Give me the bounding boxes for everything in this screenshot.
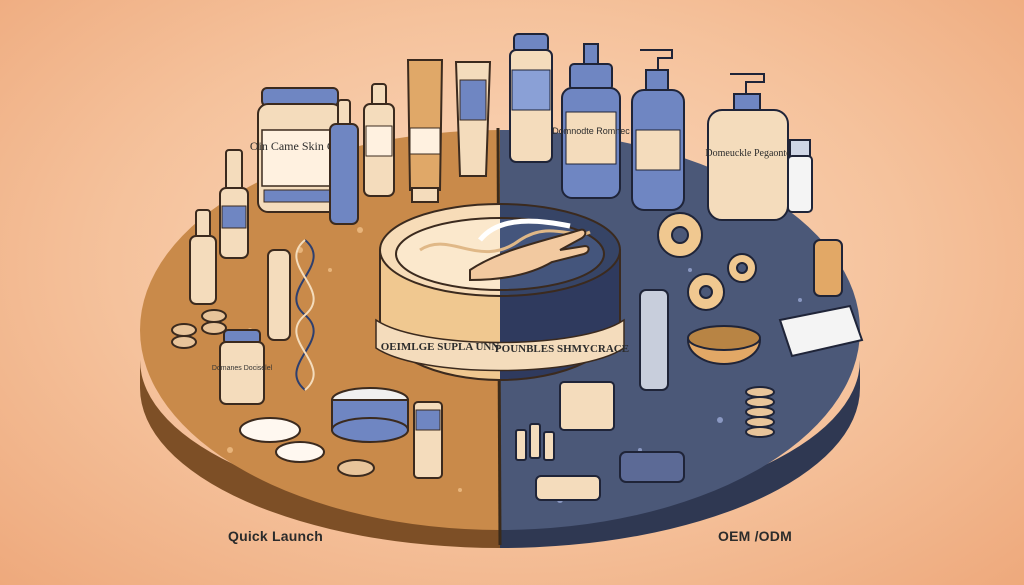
coil-springs xyxy=(171,309,227,349)
band-right-text: POUNBLES SHMYCRACE xyxy=(495,343,629,355)
white-box xyxy=(778,304,864,358)
pump-bottle xyxy=(631,49,685,211)
cream-tube xyxy=(454,61,492,177)
svg-text:Oin Came Skin Caro: Oin Came Skin Caro xyxy=(250,139,350,153)
coin-stack xyxy=(745,386,775,438)
right-bottle-label-1: Domnodte Romnec xyxy=(552,126,630,136)
left-bottle-label: Domanes Dociselel xyxy=(212,365,273,372)
pump-dispenser-bottle: Domeuckle Pegaonte xyxy=(705,73,791,221)
silver-tube xyxy=(639,289,669,391)
skin-care-jar: Oin Came Skin Caro xyxy=(250,87,350,213)
amber-jar xyxy=(813,239,843,297)
cream-blobs xyxy=(239,417,375,477)
serum-bottle xyxy=(329,99,359,225)
cream-tube xyxy=(406,59,444,203)
bead-bowl xyxy=(686,325,762,365)
serum-bottle xyxy=(363,83,395,197)
spray-bottle: Domnodte Romnec xyxy=(552,43,630,199)
gears xyxy=(657,212,757,311)
slim-vial xyxy=(787,139,813,213)
band-left-text: OEIMLGE SUPLA UNN xyxy=(381,341,500,353)
tall-bottle xyxy=(267,249,291,341)
dropper-bottle xyxy=(219,149,249,259)
small-jar: Domanes Dociselel xyxy=(212,329,273,405)
svg-text:Domeuckle Pegaonte: Domeuckle Pegaonte xyxy=(705,148,791,159)
compact-square xyxy=(559,381,615,431)
left-products: Oin Came Skin Caro xyxy=(171,59,492,479)
small-tube xyxy=(413,401,443,479)
dna-spiral xyxy=(295,239,315,391)
quick-launch-caption: Quick Launch xyxy=(228,528,323,544)
svg-text:Domanes Dociselel: Domanes Dociselel xyxy=(212,365,273,372)
platform-base xyxy=(140,360,860,548)
dropper-bottle xyxy=(189,209,217,305)
ribbon-band: OEIMLGE SUPLA UNN POUNBLES SHMYCRACE xyxy=(375,318,629,372)
cream-tin xyxy=(331,387,409,443)
svg-text:OEIMLGE SUPLA UNN: OEIMLGE SUPLA UNN xyxy=(381,341,500,353)
left-jar-label: Oin Came Skin Caro xyxy=(250,139,350,153)
mini-vials xyxy=(515,423,555,461)
right-bottle-label-2: Domeuckle Pegaonte xyxy=(705,148,791,159)
oem-odm-caption: OEM /ODM xyxy=(718,528,792,544)
svg-text:Domnodte Romnec: Domnodte Romnec xyxy=(552,126,630,136)
tall-blue-tube xyxy=(509,33,553,163)
soap-bar xyxy=(535,451,685,501)
svg-text:POUNBLES SHMYCRACE: POUNBLES SHMYCRACE xyxy=(495,343,629,355)
right-products: Domnodte Romnec Domeuckle Pegaonte xyxy=(509,33,864,501)
